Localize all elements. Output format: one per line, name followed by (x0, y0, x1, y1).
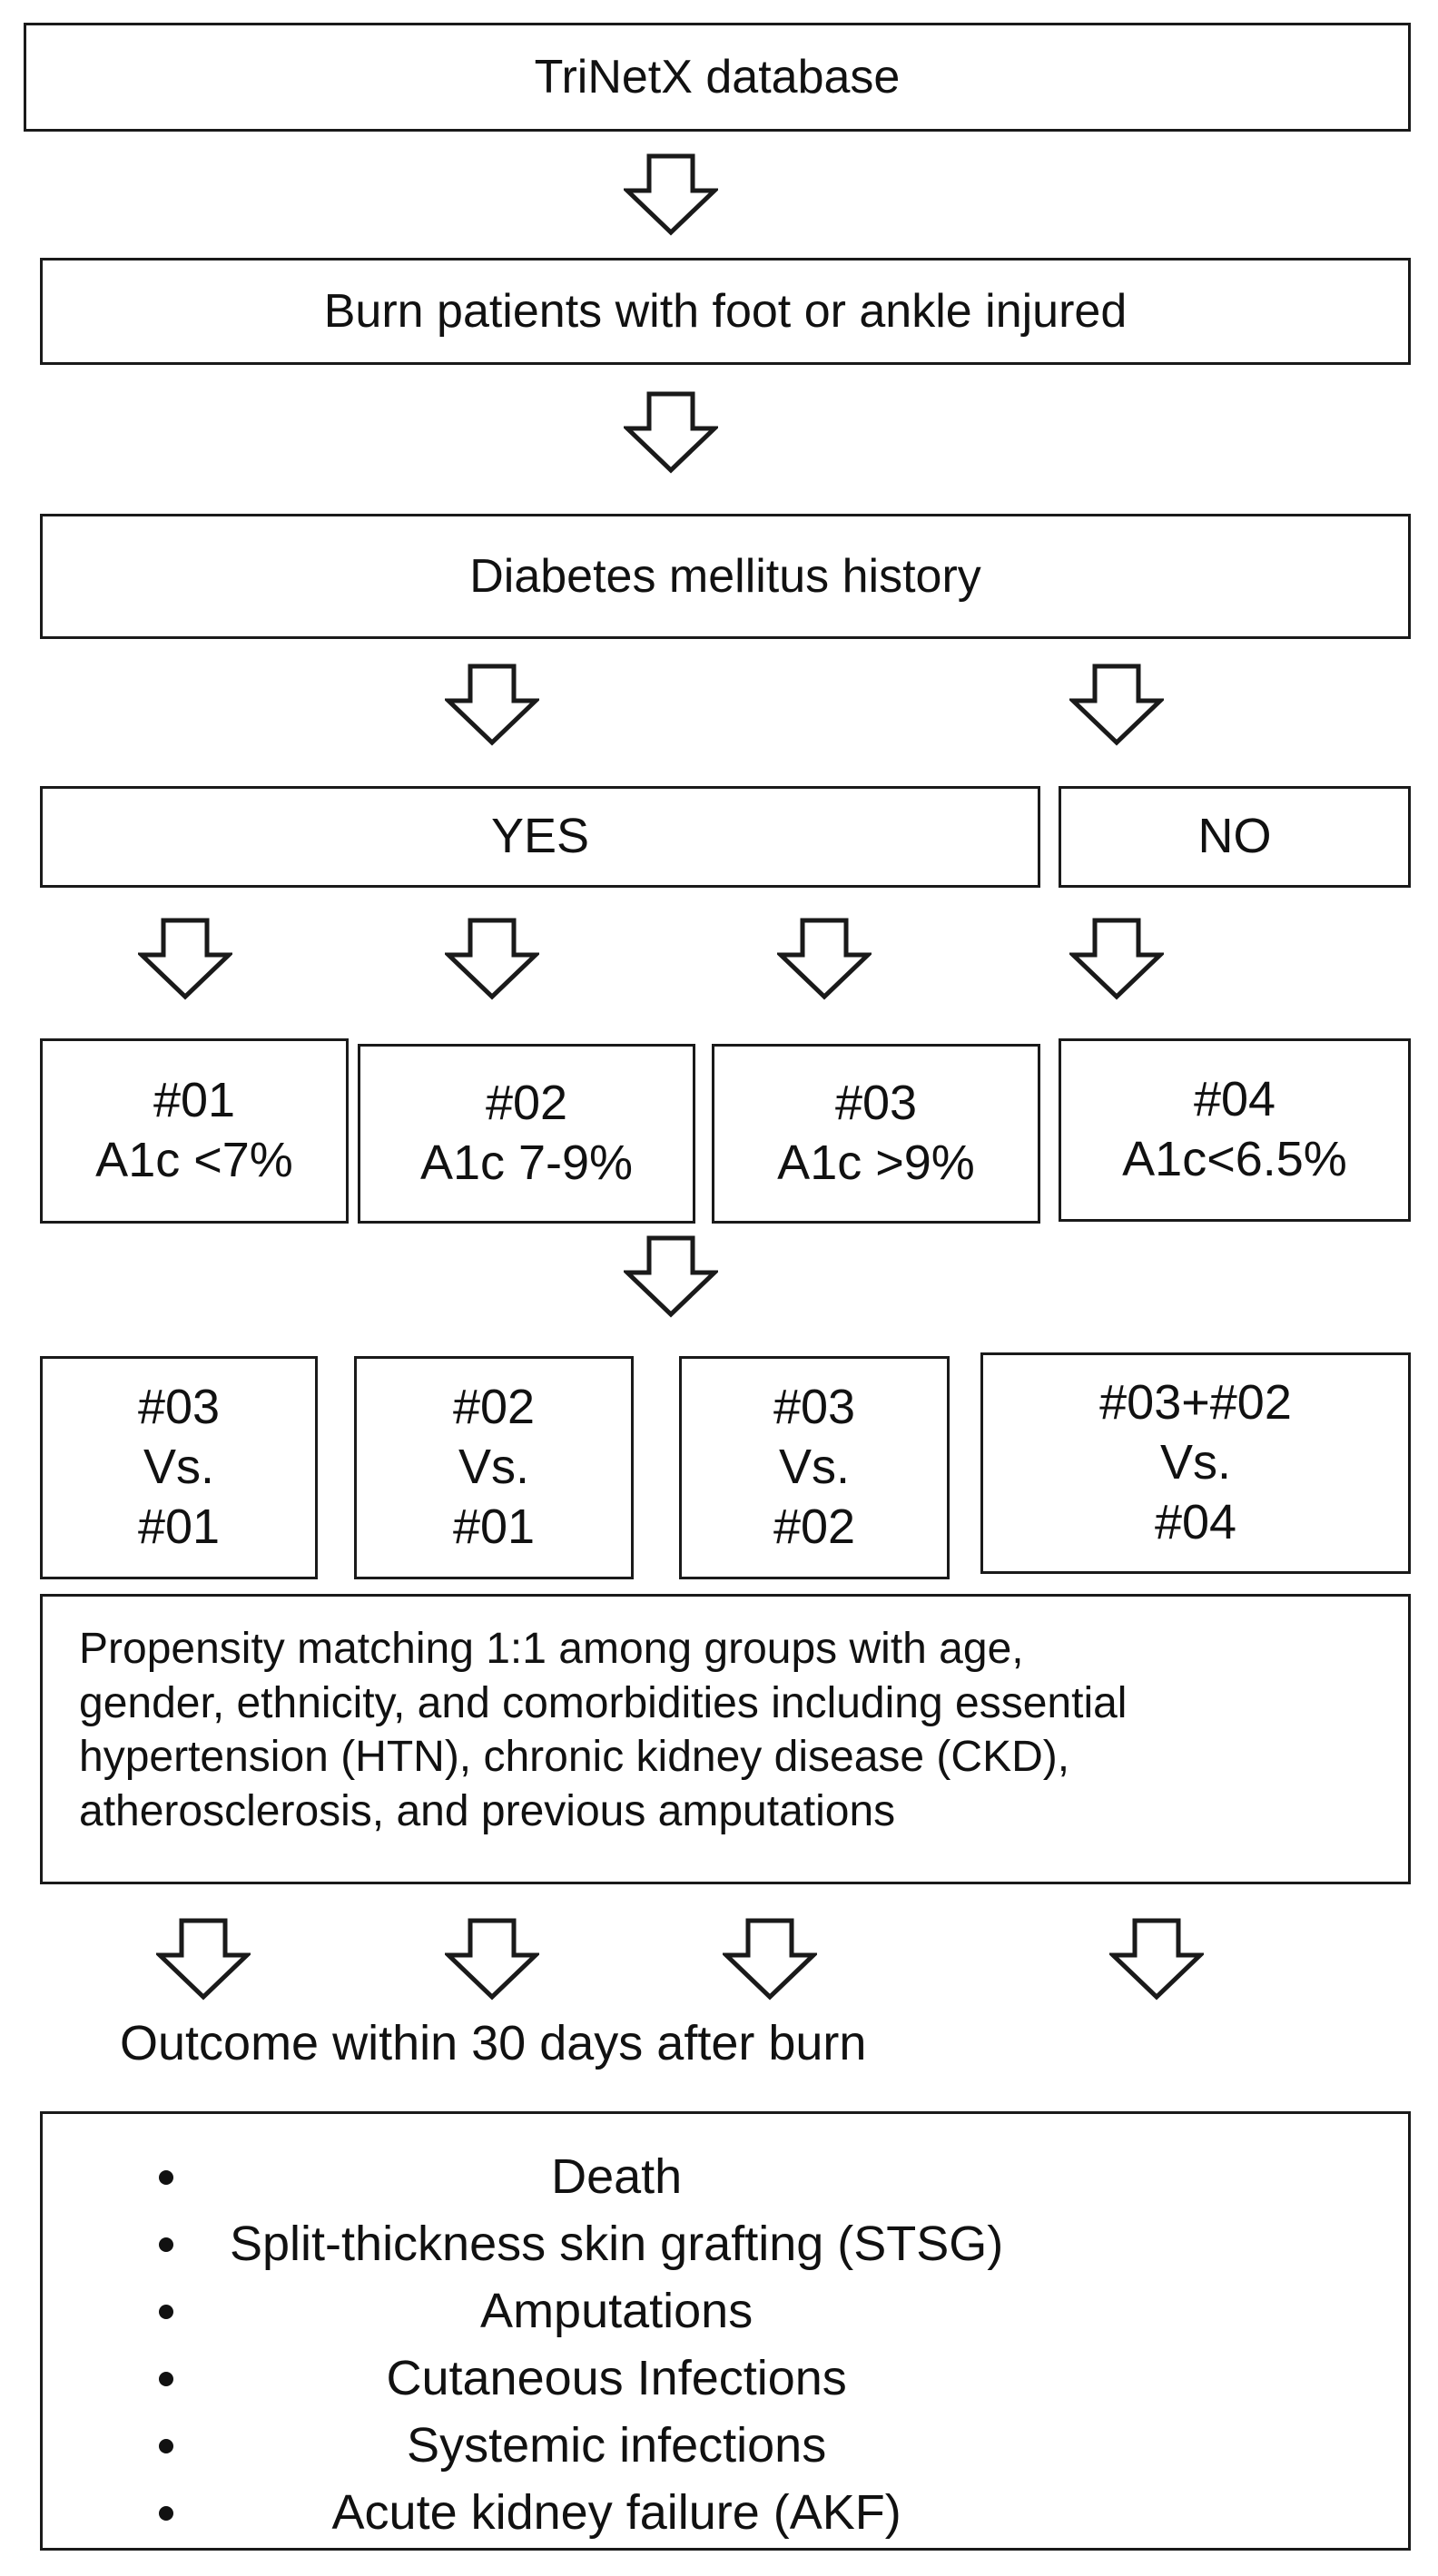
population-label: Burn patients with foot or ankle injured (323, 284, 1128, 338)
no-label: NO (1197, 809, 1272, 864)
outcome-list: Death Split-thickness skin grafting (STS… (43, 2143, 1003, 2546)
bullet-icon (159, 2439, 173, 2453)
comparison-group-b: #04 (1154, 1494, 1237, 1549)
down-arrow-icon (777, 917, 872, 1000)
comparison-box: #03+#02 Vs. #04 (980, 1352, 1411, 1574)
outcome-item-label: Cutaneous Infections (386, 2351, 847, 2405)
comparison-group-a: #03 (773, 1380, 856, 1435)
group-box: #04 A1c<6.5% (1059, 1038, 1411, 1222)
list-item: Amputations (43, 2277, 1003, 2345)
group-criterion: A1c >9% (777, 1136, 975, 1190)
bullet-icon (159, 2506, 173, 2521)
comparison-box: #03 Vs. #01 (40, 1356, 318, 1579)
down-arrow-icon (445, 1917, 539, 2001)
matching-line: atherosclerosis, and previous amputation… (79, 1786, 896, 1835)
down-arrow-icon (723, 1917, 817, 2001)
yes-label: YES (490, 809, 590, 864)
down-arrow-icon (138, 917, 232, 1000)
down-arrow-icon (445, 663, 539, 746)
comparison-box: #03 Vs. #02 (679, 1356, 950, 1579)
down-arrow-icon (1069, 663, 1164, 746)
group-box: #01 A1c <7% (40, 1038, 349, 1224)
group-id: #03 (834, 1076, 918, 1131)
matching-line: hypertension (HTN), chronic kidney disea… (79, 1733, 1070, 1782)
outcome-list-box: Death Split-thickness skin grafting (STS… (40, 2111, 1411, 2551)
group-id: #04 (1193, 1072, 1276, 1127)
comparison-group-a: #03 (137, 1380, 221, 1435)
outcome-item-label: Systemic infections (407, 2418, 827, 2473)
matching-line: Propensity matching 1:1 among groups wit… (79, 1625, 1024, 1673)
down-arrow-icon (1069, 917, 1164, 1000)
bullet-icon (159, 2170, 173, 2185)
down-arrow-icon (1109, 1917, 1204, 2001)
comparison-group-a: #02 (452, 1380, 536, 1435)
down-arrow-icon (445, 917, 539, 1000)
group-id: #01 (153, 1073, 236, 1128)
comparison-group-b: #01 (452, 1499, 536, 1554)
bullet-icon (159, 2372, 173, 2386)
down-arrow-icon (624, 1234, 718, 1318)
group-criterion: A1c 7-9% (419, 1136, 634, 1190)
list-item: Acute kidney failure (AKF) (43, 2479, 1003, 2546)
outcome-item-label: Split-thickness skin grafting (STSG) (230, 2217, 1004, 2271)
list-item: Split-thickness skin grafting (STSG) (43, 2210, 1003, 2277)
comparison-vs: Vs. (778, 1440, 850, 1495)
group-box: #02 A1c 7-9% (358, 1044, 695, 1224)
population-box: Burn patients with foot or ankle injured (40, 258, 1411, 365)
comparison-vs: Vs. (143, 1440, 214, 1495)
matching-line: gender, ethnicity, and comorbidities inc… (79, 1678, 1128, 1727)
bullet-icon (159, 2237, 173, 2252)
group-criterion: A1c<6.5% (1122, 1132, 1347, 1186)
comparison-group-b: #01 (137, 1499, 221, 1554)
group-box: #03 A1c >9% (712, 1044, 1040, 1224)
outcome-item-label: Death (551, 2149, 683, 2204)
propensity-matching-box: Propensity matching 1:1 among groups wit… (40, 1594, 1411, 1884)
dm-history-box: Diabetes mellitus history (40, 514, 1411, 639)
comparison-vs: Vs. (458, 1440, 529, 1495)
outcome-item-label: Amputations (480, 2284, 753, 2338)
comparison-group-b: #02 (773, 1499, 856, 1554)
list-item: Cutaneous Infections (43, 2345, 1003, 2412)
comparison-box: #02 Vs. #01 (354, 1356, 634, 1579)
list-item: Systemic infections (43, 2412, 1003, 2479)
down-arrow-icon (156, 1917, 251, 2001)
down-arrow-icon (624, 152, 718, 236)
list-item: Death (43, 2143, 1003, 2210)
bullet-icon (159, 2305, 173, 2319)
comparison-vs: Vs. (1159, 1435, 1231, 1490)
dm-history-label: Diabetes mellitus history (469, 549, 981, 603)
comparison-group-a: #03+#02 (1099, 1375, 1292, 1431)
down-arrow-icon (624, 390, 718, 474)
group-id: #02 (485, 1076, 568, 1131)
outcome-item-label: Acute kidney failure (AKF) (331, 2485, 901, 2540)
database-label: TriNetX database (534, 50, 901, 103)
no-box: NO (1059, 786, 1411, 888)
group-criterion: A1c <7% (95, 1133, 293, 1187)
database-box: TriNetX database (24, 23, 1411, 132)
yes-box: YES (40, 786, 1040, 888)
outcome-title: Outcome within 30 days after burn (120, 2016, 867, 2070)
